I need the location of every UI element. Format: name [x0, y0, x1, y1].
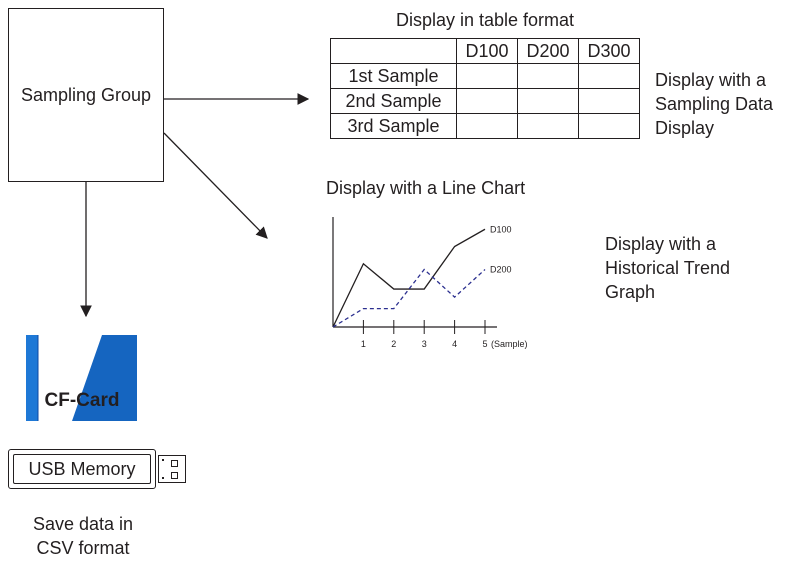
caption-line: Graph: [605, 282, 656, 302]
caption-line: Sampling Data: [655, 94, 774, 114]
usb-pin-icon: [171, 472, 178, 479]
table-cell: [517, 88, 579, 114]
table-cell: [456, 88, 518, 114]
table-row: 1st Sample: [330, 63, 640, 89]
sampling-display-caption: Display with a Sampling Data Display: [655, 68, 773, 140]
series-line-d100: [332, 228, 486, 328]
line-chart-title: Display with a Line Chart: [326, 178, 526, 198]
series-label: D100: [490, 224, 512, 234]
x-tick-label: 1: [361, 339, 366, 349]
table-row-label: 2nd Sample: [330, 88, 457, 114]
cf-card-label: CF-Card: [45, 390, 120, 411]
csv-caption: Save data in CSV format: [10, 512, 156, 560]
usb-plug-icon: [158, 455, 186, 483]
usb-pin-icon: [171, 460, 178, 467]
caption-line: Display: [655, 118, 715, 138]
series-line-d200: [332, 268, 486, 328]
table-cell: [517, 63, 579, 89]
caption-line: Historical Trend: [605, 258, 731, 278]
table-row: 2nd Sample: [330, 88, 640, 114]
trend-graph-caption: Display with a Historical Trend Graph: [605, 232, 730, 304]
sampling-group-box: Sampling Group: [8, 8, 164, 182]
x-tick-label: 3: [422, 339, 427, 349]
table-format-title: Display in table format: [395, 10, 575, 30]
cf-card-icon: CF-Card: [26, 335, 137, 421]
usb-memory-body: USB Memory: [13, 454, 151, 484]
table-cell: [517, 113, 579, 139]
usb-dot-icon: [162, 477, 164, 479]
x-tick-label: 4: [452, 339, 457, 349]
table-cell: [578, 63, 640, 89]
series-label: D200: [490, 265, 512, 275]
sampling-group-label: Sampling Group: [20, 84, 152, 105]
usb-dot-icon: [162, 459, 164, 461]
x-tick-label: 2: [391, 339, 396, 349]
table-header-cell: D100: [456, 38, 518, 64]
table-header-cell: D300: [578, 38, 640, 64]
table-header-cell: [330, 38, 457, 64]
table-row-label: 1st Sample: [330, 63, 457, 89]
arrow-to-chart: [163, 132, 268, 239]
table-cell: [456, 63, 518, 89]
x-tick-label: 5: [482, 339, 487, 349]
caption-line: Save data in: [32, 514, 134, 534]
table-row-label: 3rd Sample: [330, 113, 457, 139]
usb-memory-label: USB Memory: [28, 458, 136, 479]
table-header-cell: D200: [517, 38, 579, 64]
caption-line: CSV format: [36, 538, 130, 558]
table-row: 3rd Sample: [330, 113, 640, 139]
sample-table: D100 D200 D300 1st Sample 2nd Sample 3rd…: [330, 38, 640, 139]
table-cell: [456, 113, 518, 139]
table-header-row: D100 D200 D300: [330, 38, 640, 64]
table-cell: [578, 88, 640, 114]
x-axis-label: (Sample): [491, 339, 528, 349]
caption-line: Display with a: [605, 234, 717, 254]
caption-line: Display with a: [655, 70, 767, 90]
table-cell: [578, 113, 640, 139]
usb-memory-icon: USB Memory: [8, 449, 156, 489]
